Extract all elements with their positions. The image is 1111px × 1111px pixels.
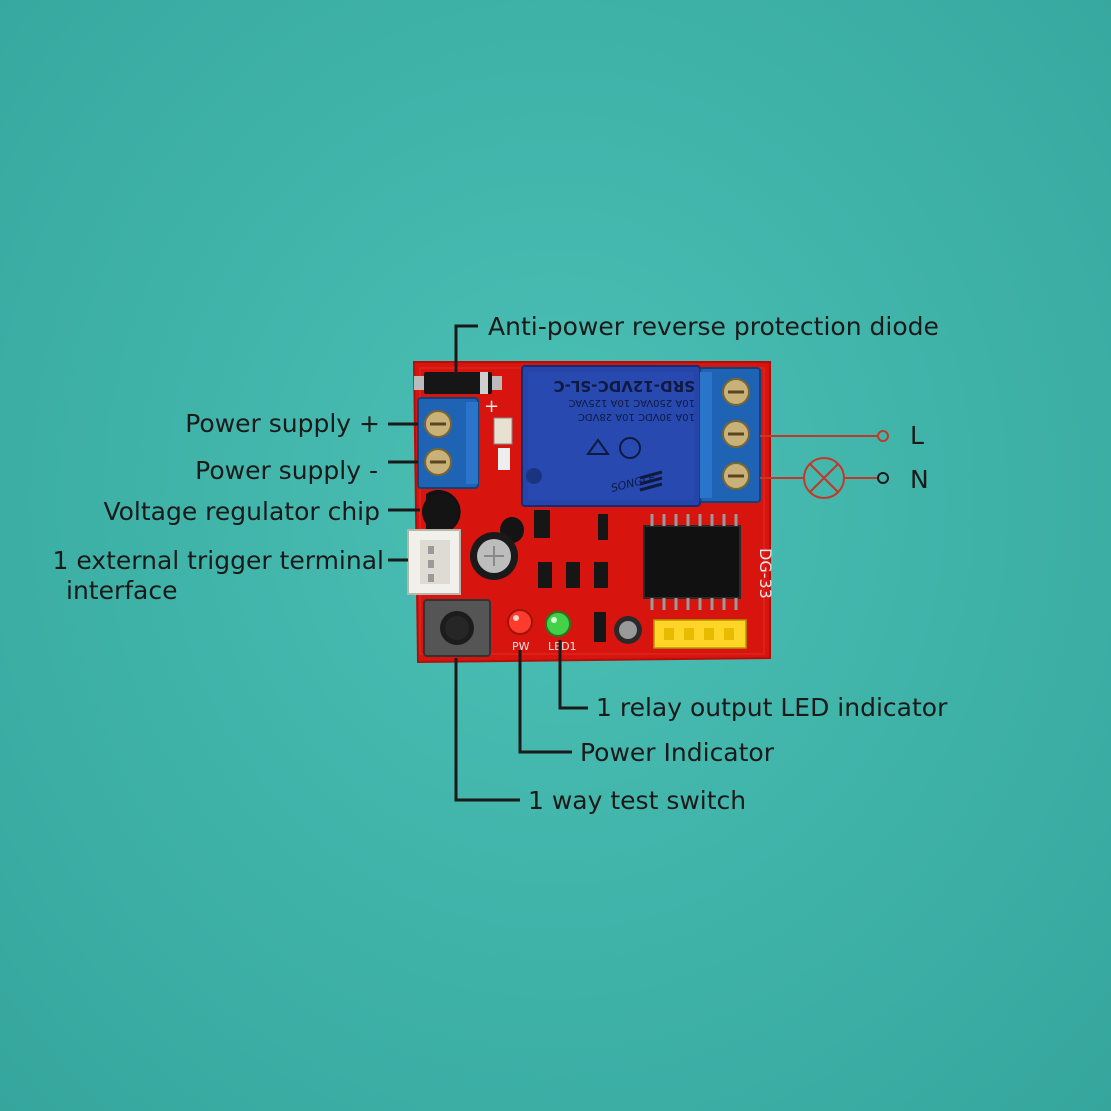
label-relay-led: 1 relay output LED indicator (596, 693, 948, 722)
leader-lines (388, 324, 588, 802)
label-protection-diode: Anti-power reverse protection diode (488, 312, 939, 341)
lamp-icon (803, 457, 845, 499)
power-terminal-block (417, 397, 479, 489)
label-trigger-line2: interface (66, 576, 178, 605)
protection-diode (414, 372, 502, 394)
voltage-regulator-chip (422, 490, 524, 543)
leader-power-indicator (518, 650, 572, 754)
terminal-l-dot (877, 430, 889, 442)
electrolytic-capacitor (470, 532, 518, 580)
smd-components (493, 417, 608, 642)
output-terminal-block (699, 367, 761, 503)
trigger-connector (407, 529, 461, 595)
relay-led (545, 611, 571, 637)
pw-silkscreen: PW (512, 640, 530, 653)
leader-relay-led (558, 640, 588, 710)
label-power-plus: Power supply + (185, 409, 380, 438)
power-led (507, 609, 533, 635)
relay-model-text: SRD-12VDC-SL-C (554, 377, 695, 395)
label-voltage-regulator: Voltage regulator chip (103, 497, 380, 526)
small-capacitor (614, 616, 642, 644)
relay (521, 365, 701, 507)
yellow-pin-header (653, 619, 747, 649)
test-push-button (423, 599, 491, 657)
leader-test-switch (454, 658, 520, 802)
relay-rating-2: 10A 30VDC 10A 28VDC (578, 411, 695, 422)
label-test-switch: 1 way test switch (528, 786, 746, 815)
relay-rating-1: 10A 250VAC 10A 125VAC (568, 397, 695, 408)
load-l-label: L (910, 421, 924, 450)
led1-silkscreen: LED1 (548, 640, 577, 653)
ic-chip (643, 514, 741, 610)
label-trigger-line1: 1 external trigger terminal (53, 546, 384, 575)
terminal-n-dot (877, 472, 889, 484)
load-wiring (760, 435, 877, 479)
leader-diode (454, 324, 478, 372)
plus-mark: + (484, 396, 499, 417)
label-power-minus: Power supply - (195, 456, 378, 485)
label-power-indicator: Power Indicator (580, 738, 775, 767)
board-model-silkscreen: DG-33 (756, 548, 775, 599)
load-n-label: N (910, 465, 929, 494)
